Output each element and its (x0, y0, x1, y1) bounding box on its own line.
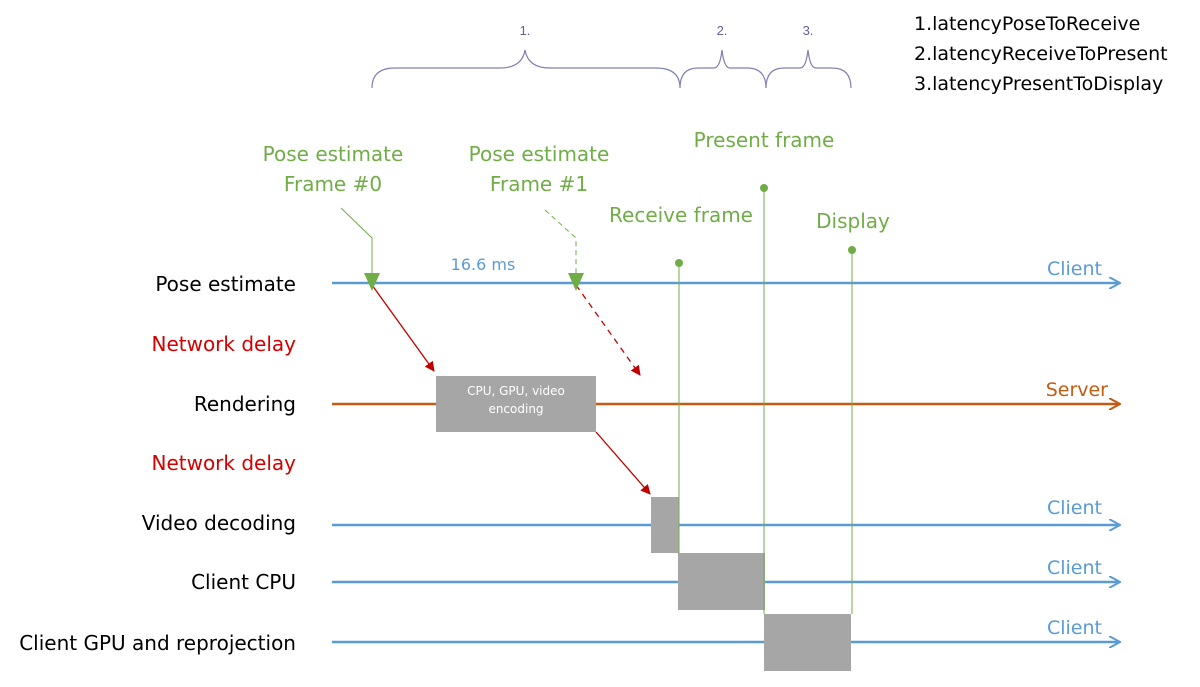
receive-frame-label: Receive frame (609, 203, 753, 227)
network-arrow-render-to-decode (595, 431, 651, 495)
brace-2 (679, 49, 767, 89)
side-label-client-4: Client (1047, 617, 1102, 639)
side-label-client-1: Client (1047, 258, 1102, 280)
lane-label-rendering: Rendering (194, 392, 296, 416)
pose0-label-line-1: Pose estimate (263, 142, 404, 166)
pose1-label-line-2: Frame #1 (490, 172, 588, 196)
client-cpu-box (678, 553, 765, 610)
network-arrow-pose-to-render (371, 284, 435, 372)
pose0-label-line-2: Frame #0 (284, 172, 382, 196)
side-label-server: Server (1046, 379, 1108, 401)
side-label-client-3: Client (1047, 557, 1102, 579)
render-box (436, 376, 596, 432)
display-dot (848, 246, 856, 254)
client-gpu-box (764, 614, 851, 671)
pose1-triangle-marker (568, 273, 584, 291)
network-arrow-frame1-dashed (575, 284, 641, 376)
pose1-leader-line (544, 209, 577, 276)
legend-item-1: 1.latencyPoseToReceive (914, 13, 1140, 35)
legend-item-2: 2.latencyReceiveToPresent (914, 43, 1168, 65)
brace-1-number: 1. (520, 23, 531, 38)
brace-3 (765, 49, 852, 89)
brace-3-number: 3. (803, 23, 814, 38)
receive-frame-dot (675, 259, 683, 267)
display-label: Display (816, 209, 890, 233)
decode-box (651, 497, 679, 553)
side-label-client-2: Client (1047, 497, 1102, 519)
pose1-label-line-1: Pose estimate (469, 142, 610, 166)
network-delay-label-2: Network delay (151, 451, 296, 475)
render-box-line-2: encoding (488, 402, 543, 416)
brace-2-number: 2. (717, 23, 728, 38)
interval-label: 16.6 ms (451, 255, 516, 274)
lane-label-client-cpu: Client CPU (191, 570, 296, 594)
render-box-line-1: CPU, GPU, video (467, 384, 565, 398)
legend-item-3: 3.latencyPresentToDisplay (914, 73, 1163, 95)
lane-label-video-decoding: Video decoding (142, 511, 296, 535)
pose0-leader-line (340, 207, 373, 276)
pose0-triangle-marker (364, 273, 380, 291)
present-frame-label: Present frame (694, 128, 835, 152)
lane-label-pose-estimate: Pose estimate (155, 272, 296, 296)
present-frame-dot (760, 184, 768, 192)
network-delay-label-1: Network delay (151, 332, 296, 356)
lane-label-client-gpu: Client GPU and reprojection (19, 631, 296, 655)
brace-1 (371, 49, 681, 89)
